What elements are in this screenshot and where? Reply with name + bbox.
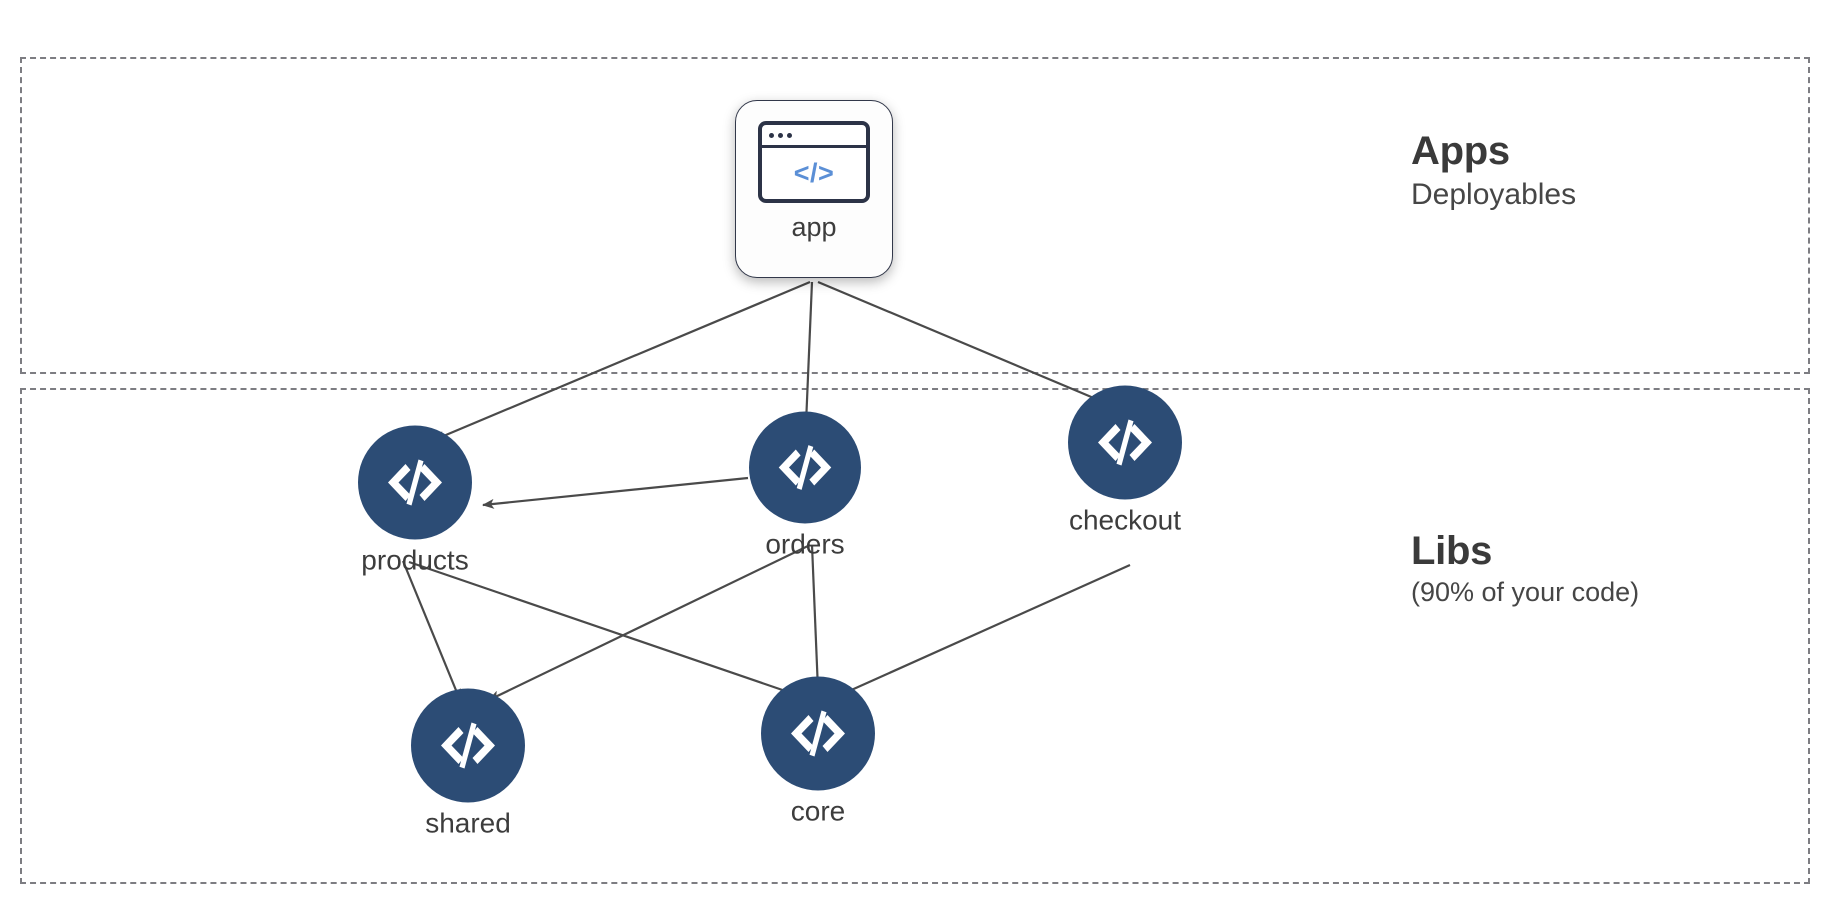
tier-region-apps [20, 57, 1810, 374]
browser-titlebar [762, 125, 866, 148]
node-orders[interactable]: orders [749, 411, 861, 560]
node-checkout[interactable]: checkout [1068, 385, 1182, 536]
node-products[interactable]: products [358, 425, 472, 576]
node-label-checkout: checkout [1068, 504, 1182, 536]
tier-subtitle-libs: (90% of your code) [1411, 577, 1640, 608]
browser-dot-icon [769, 132, 774, 138]
node-label-core: core [790, 795, 846, 827]
tier-region-libs [20, 388, 1810, 884]
code-icon [411, 688, 525, 803]
browser-viewport: </> [762, 148, 866, 199]
tier-title-apps: Apps [1411, 129, 1510, 173]
code-icon [358, 425, 472, 540]
node-label-products: products [361, 544, 469, 576]
tier-title-libs: Libs [1411, 529, 1493, 573]
node-app[interactable]: </> app [735, 100, 893, 278]
tier-caption-libs: Libs (90% of your code) [1411, 528, 1639, 609]
node-shared[interactable]: shared [411, 688, 525, 839]
tier-caption-apps: Apps Deployables [1411, 128, 1576, 213]
browser-code-icon: </> [758, 121, 870, 203]
tier-subtitle-apps: Deployables [1411, 178, 1577, 212]
code-icon [761, 676, 875, 791]
node-label-app: app [791, 212, 837, 242]
browser-dot-icon [787, 132, 792, 138]
browser-dot-icon [778, 132, 783, 138]
code-icon [1068, 385, 1182, 500]
code-icon [749, 411, 861, 524]
node-label-orders: orders [765, 528, 845, 560]
code-glyph-icon: </> [793, 158, 835, 188]
node-label-shared: shared [425, 807, 511, 839]
node-core[interactable]: core [761, 676, 875, 827]
